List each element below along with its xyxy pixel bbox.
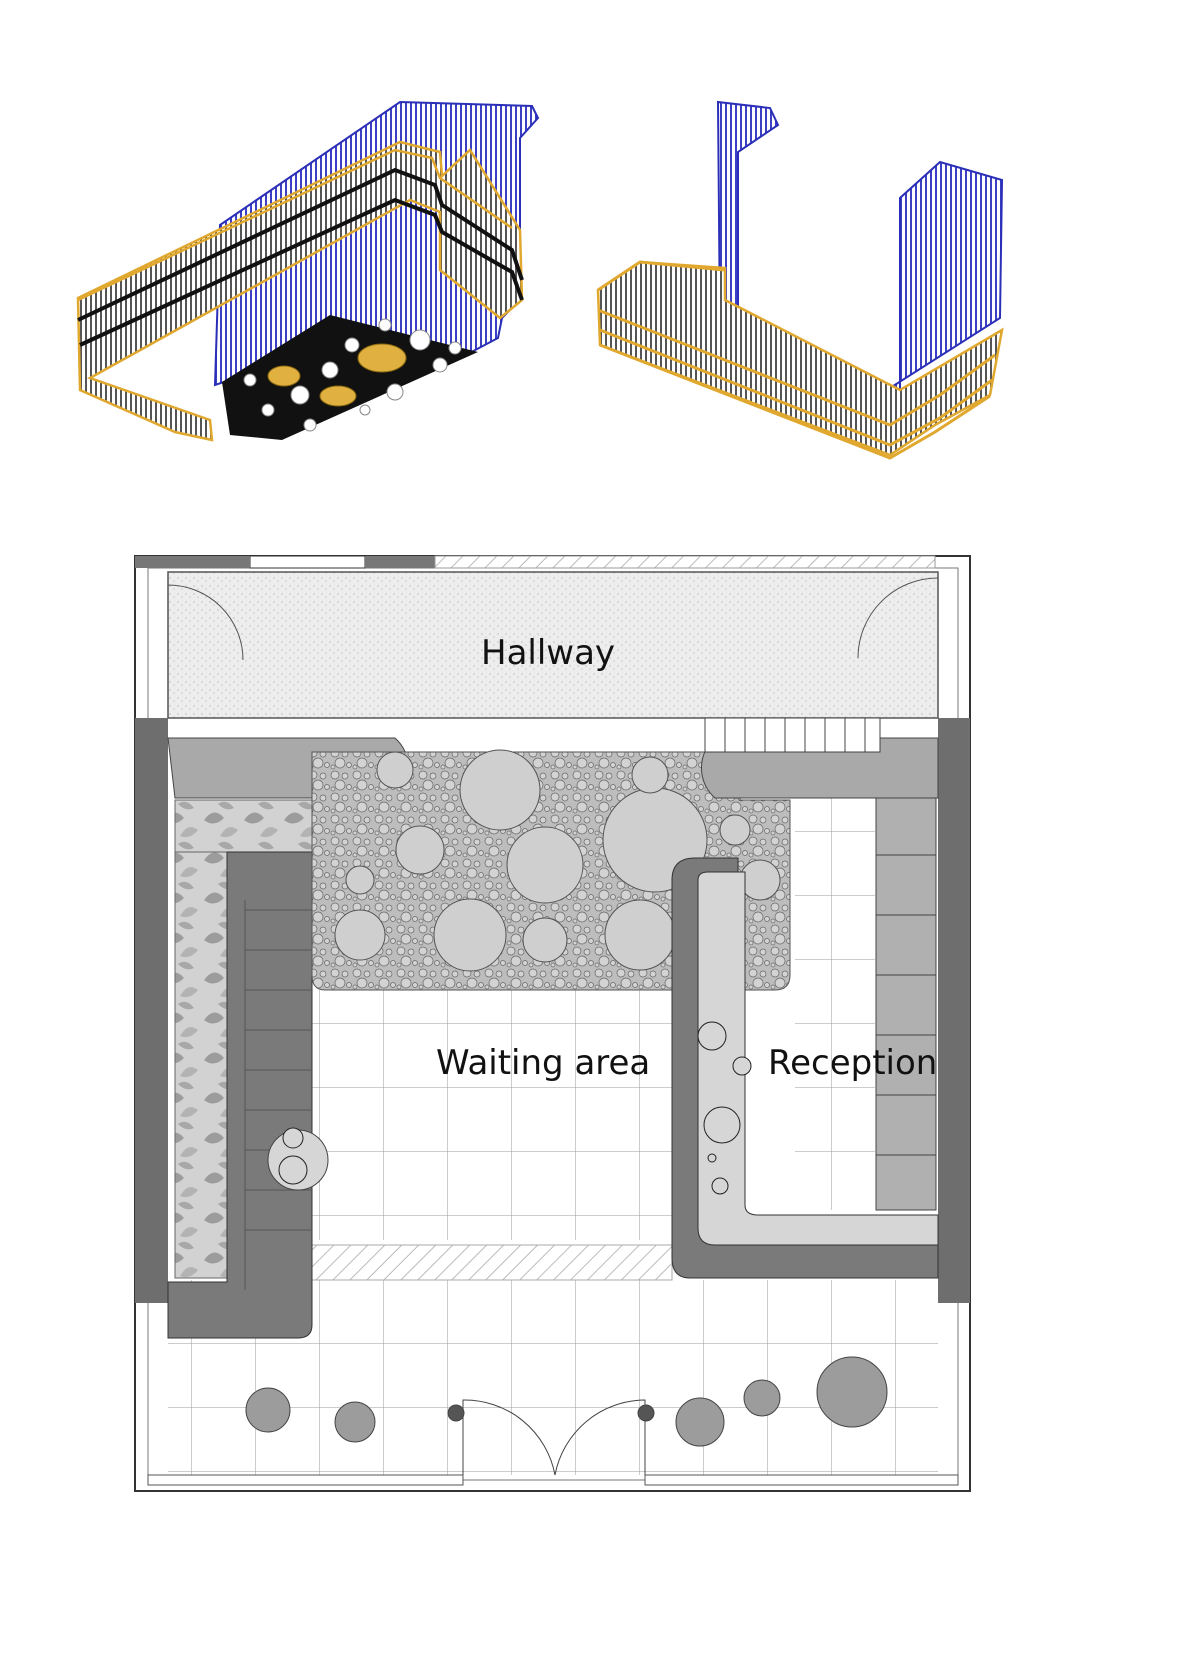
stair-steps — [704, 717, 881, 753]
iso-left-rail — [79, 197, 524, 347]
iso-left-rail — [77, 167, 524, 322]
counter-item — [707, 1153, 717, 1163]
entrance-door-swing — [462, 1399, 556, 1476]
hatched-threshold — [311, 1244, 673, 1281]
waiting-area-label: Waiting area — [436, 1043, 650, 1083]
iso-left-gold-edge — [77, 148, 513, 302]
counter-item — [732, 1056, 752, 1076]
planter — [174, 799, 228, 1279]
bottom-frame — [147, 1474, 464, 1486]
hallway-floor — [167, 571, 939, 719]
counter-item — [697, 1021, 727, 1051]
floor-plan: Hallway Waiting area Reception — [134, 555, 971, 1492]
iso-left-gold-disc — [357, 343, 407, 373]
isometric-view-right — [596, 100, 1004, 460]
planter-pot — [334, 1401, 376, 1443]
left-wall — [135, 718, 168, 1303]
isometric-view-left — [76, 100, 540, 442]
stair-lines — [724, 718, 866, 752]
iso-right-gold-edge — [599, 343, 991, 460]
top-wall-segment — [135, 556, 250, 568]
top-window — [249, 555, 366, 569]
waiting-area-floor — [312, 990, 672, 1240]
reception-label: Reception — [768, 1043, 937, 1083]
counter-item — [703, 1106, 741, 1144]
hallway-label: Hallway — [481, 633, 615, 673]
bollard — [447, 1404, 465, 1422]
hallway-door-swing — [857, 577, 939, 659]
bottom-frame — [644, 1474, 959, 1486]
iso-right-gold-edge — [597, 260, 726, 292]
reception-counter-top — [697, 871, 939, 1246]
top-glass-strip — [434, 555, 936, 569]
iso-right-gold-edge — [599, 328, 993, 447]
planter-pot — [675, 1397, 725, 1447]
planter-pot — [245, 1387, 291, 1433]
pebble-large-circles — [334, 749, 781, 972]
reception-floor — [795, 798, 875, 1210]
right-wall — [938, 718, 970, 1303]
iso-left-bench-band — [76, 140, 524, 442]
iso-left-pebble-circles — [243, 318, 462, 432]
top-wall-segment — [365, 556, 435, 568]
counter-item — [711, 1177, 729, 1195]
entrance-plants — [245, 1356, 888, 1447]
left-counter-wall — [167, 851, 313, 1339]
bollard — [637, 1404, 655, 1422]
side-table-item — [278, 1155, 308, 1185]
side-table-item — [282, 1127, 304, 1149]
iso-left-gold-disc — [319, 385, 357, 407]
planter-pot — [816, 1356, 888, 1428]
cabinet-dividers — [876, 854, 936, 1156]
iso-left-gold-disc — [267, 365, 301, 387]
reception-cabinets — [875, 797, 937, 1211]
entrance-door-swing — [554, 1399, 646, 1476]
planter-pot — [743, 1379, 781, 1417]
iso-right-gold-edge — [597, 308, 996, 427]
hallway-door-swing — [167, 584, 244, 661]
